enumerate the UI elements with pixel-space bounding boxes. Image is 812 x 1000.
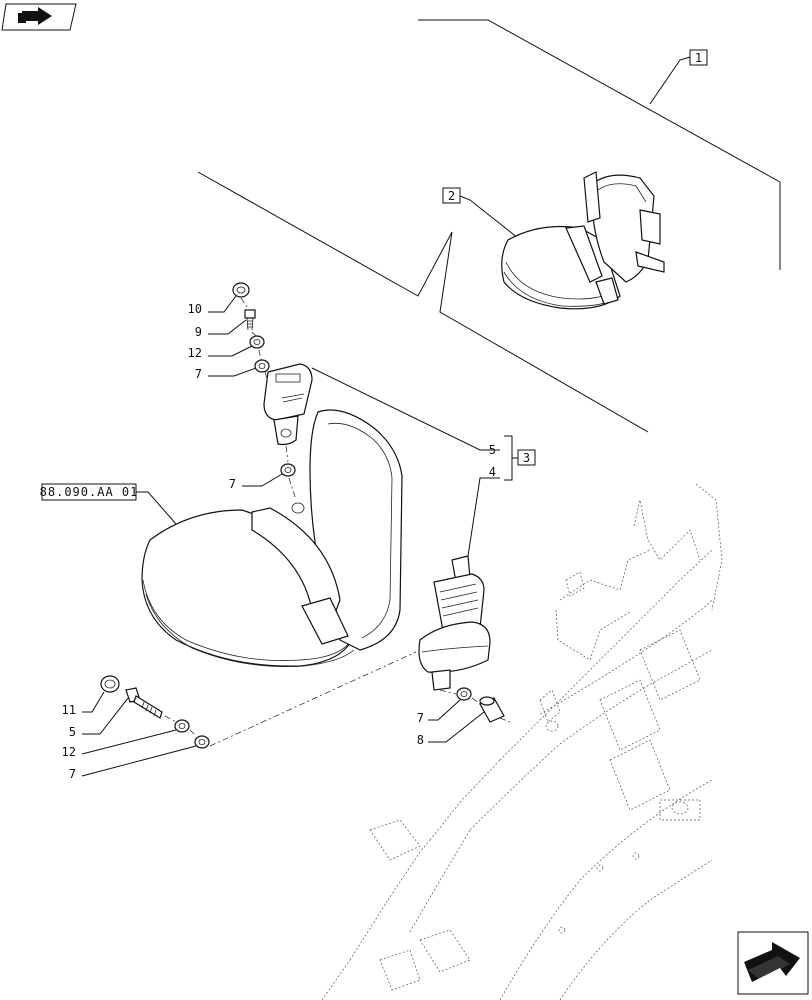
label-8: 8	[417, 733, 424, 747]
bolt-5	[125, 687, 163, 719]
reference-link[interactable]: 88.090.AA 01	[40, 483, 177, 525]
svg-text:2: 2	[448, 189, 455, 203]
label-7-bottom: 7	[69, 767, 76, 781]
washer-7-top	[254, 359, 270, 373]
belt-retractor	[418, 555, 491, 691]
belt-buckle	[263, 363, 313, 446]
label-5-lower: 5	[69, 725, 76, 739]
folder-arrow-icon[interactable]	[1, 3, 77, 31]
callout-2[interactable]: 2	[442, 187, 519, 239]
label-7-top: 7	[195, 367, 202, 381]
washer-7-lower	[456, 687, 472, 701]
washer-12-top	[249, 335, 265, 349]
nut-11	[100, 675, 120, 693]
label-9: 9	[195, 325, 202, 339]
label-10: 10	[188, 302, 202, 316]
label-4: 4	[489, 465, 496, 479]
washer-12-bottom	[174, 719, 190, 733]
svg-text:88.090.AA 01: 88.090.AA 01	[40, 485, 139, 499]
svg-text:3: 3	[523, 451, 530, 465]
bolt-9	[244, 309, 256, 331]
seat-main	[141, 409, 403, 667]
cab-frame	[321, 483, 723, 1000]
seat-assembly-thumbnail	[501, 171, 665, 310]
label-7-mid: 7	[229, 477, 236, 491]
nut-10	[232, 282, 250, 298]
label-11: 11	[62, 703, 76, 717]
callout-3[interactable]: 3	[517, 449, 536, 466]
label-12-bottom: 12	[62, 745, 76, 759]
assembly-boundary-line	[418, 19, 781, 270]
spacer-8	[479, 696, 505, 723]
svg-text:1: 1	[695, 51, 702, 65]
subassembly-boundary-line	[197, 171, 649, 433]
label-12-top: 12	[188, 346, 202, 360]
washer-7-mid	[280, 463, 296, 477]
washer-7-bottom	[194, 735, 210, 749]
callout-1[interactable]: 1	[649, 49, 708, 105]
label-7-lower: 7	[417, 711, 424, 725]
next-page-arrow-icon[interactable]	[737, 931, 809, 995]
